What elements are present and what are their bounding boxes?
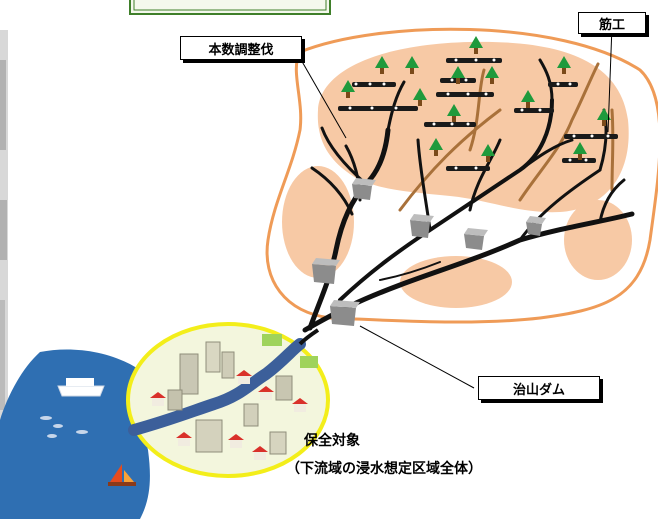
tree-icon	[469, 36, 483, 54]
building-icon	[269, 431, 287, 455]
house-icon	[258, 386, 274, 400]
sujiko-brown-lines	[398, 62, 615, 212]
check-dam-icon	[410, 214, 434, 238]
house-icon	[176, 432, 192, 446]
building-icon	[179, 353, 199, 395]
tree-icon	[485, 66, 499, 84]
left-photo-strip	[0, 30, 8, 500]
river-channel	[128, 338, 306, 436]
building-icon	[275, 375, 293, 401]
tree-icons	[341, 36, 611, 162]
sujiko-log-icon	[352, 82, 396, 87]
sujiko-log-icon	[562, 158, 596, 163]
green-fields	[262, 334, 318, 368]
house-icon	[228, 434, 244, 448]
tree-icon	[447, 104, 461, 122]
house-icon	[252, 446, 268, 460]
top-title-frame-fragment	[129, 0, 331, 15]
check-dam-icons	[312, 178, 546, 326]
building-icon	[243, 403, 259, 427]
ship-icon	[57, 385, 105, 397]
sujiko-log-icons	[338, 58, 618, 171]
sujiko-log-icon	[338, 106, 418, 111]
tree-icon	[413, 88, 427, 106]
sujiko-log-icon	[446, 166, 490, 171]
house-icons	[150, 370, 308, 460]
sailboat-icon	[108, 464, 136, 486]
sujiko-log-icon	[548, 82, 578, 87]
house-icon	[292, 398, 308, 412]
tree-icon	[557, 56, 571, 74]
check-dam-icon	[330, 300, 360, 326]
sea-area	[0, 349, 150, 519]
check-dam-icon	[464, 228, 488, 250]
check-dam-icon	[312, 258, 340, 284]
building-icon	[205, 341, 221, 373]
tree-icon	[573, 142, 587, 160]
sujiko-log-icon	[446, 58, 502, 63]
thinning-label: 本数調整伐	[180, 36, 302, 60]
town-buildings	[167, 341, 293, 455]
sujiko-label: 筋工	[578, 12, 646, 34]
tree-icon	[597, 108, 611, 126]
tree-icon	[521, 90, 535, 108]
river-channel-outflow	[298, 328, 320, 346]
house-icon	[236, 370, 252, 384]
tree-icon	[429, 138, 443, 156]
protected-target-detail: （下流域の浸水想定区域全体）	[286, 461, 482, 477]
check-dam-label: 治山ダム	[478, 376, 600, 400]
tree-icon	[375, 56, 389, 74]
tree-icon	[451, 66, 465, 84]
building-icon	[195, 419, 223, 453]
building-icon	[167, 389, 183, 411]
sujiko-log-icon	[514, 108, 554, 113]
ship-cabin	[66, 378, 94, 386]
protected-target-label: 保全対象	[304, 433, 360, 449]
check-dam-icon	[526, 216, 546, 236]
tree-icon	[405, 56, 419, 74]
tree-icon	[341, 80, 355, 98]
stream-network	[302, 58, 635, 333]
leader-lines	[299, 25, 613, 389]
fish-icons	[40, 416, 88, 438]
sujiko-log-icon	[564, 134, 618, 139]
building-icon	[221, 351, 235, 379]
sujiko-log-icon	[436, 92, 494, 97]
check-dam-icon	[352, 178, 376, 200]
house-icon	[150, 392, 166, 406]
tree-icon	[481, 144, 495, 162]
sujiko-log-icon	[424, 122, 476, 127]
